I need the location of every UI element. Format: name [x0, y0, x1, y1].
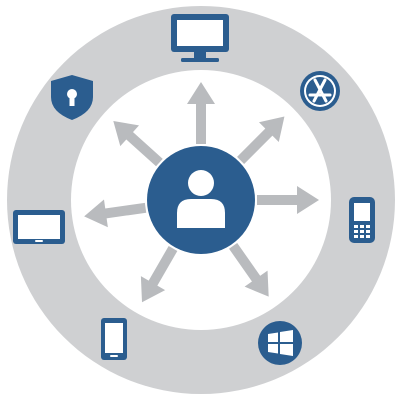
center-user-badge — [147, 146, 255, 254]
arrow-up — [187, 82, 215, 144]
arrows — [84, 82, 319, 303]
app-store-icon — [300, 71, 340, 111]
arrow-down-left — [140, 245, 178, 303]
arrow-right — [257, 186, 319, 214]
arrow-up-right — [237, 116, 285, 164]
arrow-down-right — [229, 243, 269, 297]
handheld-scanner-icon — [349, 197, 375, 243]
windows-logo-icon — [258, 321, 302, 365]
smartphone-icon — [101, 318, 127, 360]
monitor-icon — [171, 14, 229, 62]
arrow-up-left — [113, 121, 163, 167]
arrow-left — [84, 199, 147, 228]
shield-lock-icon — [51, 75, 93, 120]
tablet-icon — [13, 210, 65, 244]
user-icon — [177, 170, 225, 228]
